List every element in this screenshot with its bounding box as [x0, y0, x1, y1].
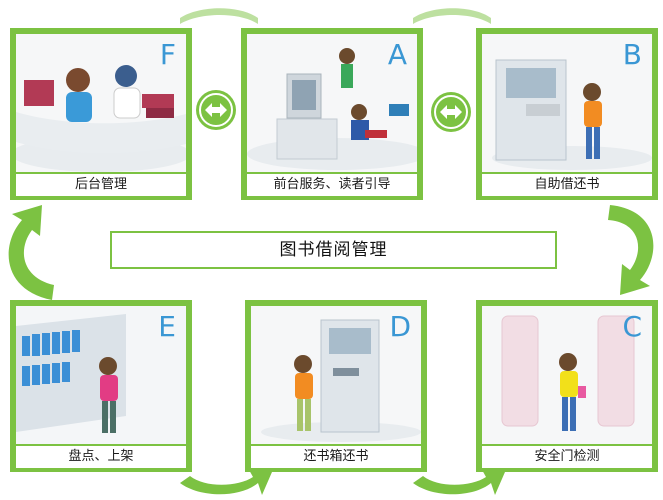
card-b: B 自助借还书 — [476, 28, 658, 200]
card-d: D 还书箱还书 — [245, 300, 427, 472]
arc-top-right — [413, 8, 491, 24]
return-box-illustration — [261, 319, 421, 442]
arrow-d-to-e — [180, 468, 272, 495]
letter-a: A — [387, 38, 407, 71]
letter-c: C — [622, 310, 642, 343]
card-e: E 盘点、上架 — [10, 300, 192, 472]
center-title: 图书借阅管理 — [110, 231, 557, 269]
front-desk-illustration — [247, 48, 417, 170]
caption-security-gate: 安全门检测 — [482, 446, 652, 468]
caption-back-office: 后台管理 — [16, 174, 186, 196]
caption-self-service: 自助借还书 — [482, 174, 652, 196]
illustration-security-gate: C — [482, 306, 652, 444]
illustration-self-service: B — [482, 34, 652, 172]
card-f: F 后台管理 — [10, 28, 192, 200]
arc-top-left — [180, 8, 258, 24]
self-service-illustration — [492, 59, 652, 170]
arrow-b-to-c — [608, 205, 654, 295]
illustration-inventory: E — [16, 306, 186, 444]
double-arrow-icon-2 — [431, 92, 471, 132]
illustration-return-box: D — [251, 306, 421, 444]
illustration-back-office: F — [16, 34, 186, 172]
card-a: A 前台服务、读者引导 — [241, 28, 423, 200]
back-office-illustration — [16, 65, 186, 172]
inventory-illustration — [16, 306, 186, 444]
arrow-e-to-f — [8, 205, 54, 300]
caption-inventory: 盘点、上架 — [16, 446, 186, 468]
letter-f: F — [159, 38, 176, 71]
security-gate-illustration — [482, 306, 652, 444]
letter-e: E — [158, 310, 176, 343]
letter-d: D — [389, 310, 411, 343]
arrow-c-to-d — [413, 468, 505, 495]
letter-b: B — [622, 38, 642, 71]
double-arrow-icon-1 — [196, 90, 236, 130]
caption-return-box: 还书箱还书 — [251, 446, 421, 468]
card-c: C 安全门检测 — [476, 300, 658, 472]
illustration-front-desk: A — [247, 34, 417, 172]
caption-front-desk: 前台服务、读者引导 — [247, 174, 417, 196]
